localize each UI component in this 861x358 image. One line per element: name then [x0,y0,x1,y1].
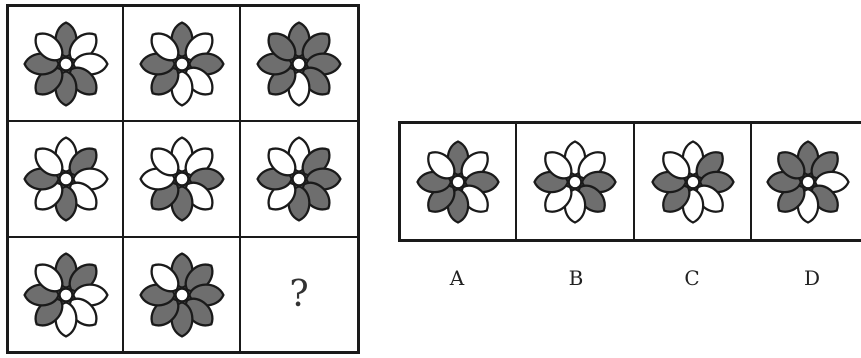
grid-divider [9,120,357,122]
flower-icon [766,139,850,224]
petal-plain [149,31,179,61]
petal-plain [149,147,179,177]
grid-cell-3 [241,7,357,120]
flower-center [173,286,190,303]
question-mark: ? [289,274,309,315]
grid-cell-8 [124,238,239,351]
option-divider [633,124,635,239]
flower-center [800,174,816,189]
flower-icon [22,251,109,338]
flower-icon [416,139,500,224]
flower-center [57,286,74,303]
flower-icon [22,136,109,222]
grid-divider [9,236,357,238]
flower-center [173,171,190,187]
petal-plain [33,147,63,177]
grid-cell-7 [9,238,122,351]
answer-options [398,121,861,242]
option-divider [515,124,517,239]
option-c[interactable] [635,124,750,239]
grid-divider [239,7,241,351]
flower-center [57,171,74,187]
flower-icon [650,139,735,224]
option-b[interactable] [517,124,633,239]
flower-icon [256,20,342,107]
option-b-label: B [568,266,584,290]
flower-center [685,174,700,189]
option-a-label: A [449,266,465,290]
flower-icon [256,136,342,222]
petal-shaded [777,150,806,179]
petal-shaded [267,31,297,61]
petal-plain [149,262,179,292]
puzzle-grid: ? [6,4,360,354]
option-divider [750,124,752,239]
grid-cell-6 [241,122,357,236]
flower-icon [138,136,225,222]
flower-center [173,55,190,72]
grid-cell-2 [124,7,239,120]
grid-cell-1 [9,7,122,120]
option-d-label: D [803,266,821,290]
grid-cell-9-missing: ? [241,238,357,351]
flower-center [567,174,583,189]
petal-plain [267,147,297,177]
flower-icon [533,139,617,224]
petal-plain [427,150,456,179]
flower-center [291,171,307,187]
flower-center [57,55,74,72]
petal-plain [661,150,690,179]
option-a[interactable] [401,124,515,239]
flower-icon [138,20,225,107]
flower-center [450,174,466,189]
flower-center [291,55,307,72]
grid-cell-5 [124,122,239,236]
grid-divider [122,7,124,351]
grid-cell-4 [9,122,122,236]
petal-plain [33,31,63,61]
option-d[interactable] [752,124,861,239]
flower-icon [138,251,225,338]
petal-plain [33,262,63,292]
petal-plain [544,150,573,179]
option-c-label: C [684,266,700,290]
flower-icon [22,20,109,107]
